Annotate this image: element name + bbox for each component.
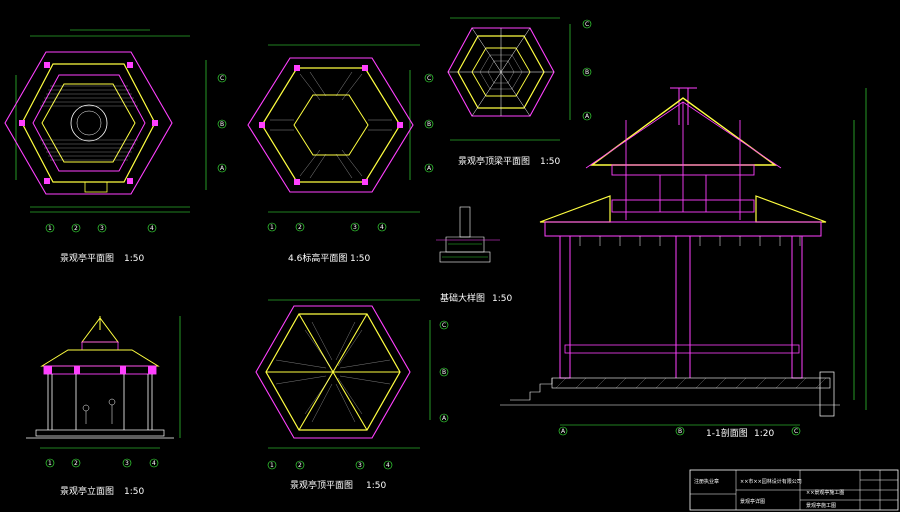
svg-text:B: B — [442, 369, 446, 376]
roof-frame-plan-scale: 1:50 — [540, 157, 560, 167]
pavilion-plan-scale: 1:50 — [124, 254, 144, 264]
svg-text:B: B — [585, 69, 589, 76]
roof-plan-scale: 1:50 — [366, 481, 386, 491]
title-block: 注册执业章 ××市××园林设计有限公司 ××景观亭施工图 景观亭施工图 景观亭详… — [689, 469, 899, 511]
svg-text:2: 2 — [298, 224, 302, 231]
svg-text:A: A — [220, 165, 225, 172]
pavilion-section-drawing — [500, 87, 867, 426]
svg-text:A: A — [427, 165, 432, 172]
plan-46-scale: 1:50 — [350, 254, 370, 264]
svg-text:2: 2 — [74, 225, 78, 232]
svg-text:B: B — [678, 428, 682, 435]
svg-text:1: 1 — [270, 224, 274, 231]
grid-column-markers: 1 2 3 4 1 2 3 4 1 2 3 4 1 2 3 4 A B — [45, 222, 801, 470]
plan-46-title: 4.6标高平面图 — [288, 252, 347, 264]
base-detail-scale: 1:50 — [492, 294, 512, 304]
title-block-company: ××市××园林设计有限公司 — [740, 478, 802, 485]
svg-text:C: C — [794, 428, 798, 435]
svg-text:C: C — [220, 75, 224, 82]
svg-text:4: 4 — [380, 224, 384, 231]
svg-text:1: 1 — [48, 225, 52, 232]
title-block-designer-label: 注册执业章 — [694, 478, 719, 485]
section-title: 1-1剖面图 — [706, 427, 748, 439]
base-detail-drawing — [436, 206, 500, 263]
svg-text:A: A — [561, 428, 566, 435]
title-block-sheet-label: 景观亭施工图 — [806, 502, 836, 509]
svg-text:3: 3 — [358, 462, 362, 469]
pavilion-roof-plan-drawing — [255, 299, 431, 449]
elevation-scale: 1:50 — [124, 487, 144, 497]
elevation-title: 景观亭立面图 — [60, 485, 114, 497]
svg-text:4: 4 — [152, 460, 156, 467]
svg-text:4: 4 — [386, 462, 390, 469]
title-block-drawing-label: 景观亭详图 — [740, 498, 765, 505]
svg-text:1: 1 — [48, 460, 52, 467]
svg-text:2: 2 — [74, 460, 78, 467]
section-scale: 1:20 — [754, 429, 774, 439]
pavilion-elevation-drawing — [26, 316, 181, 449]
roof-plan-title: 景观亭顶平面图 — [290, 479, 353, 491]
svg-text:A: A — [442, 415, 447, 422]
elevation-46-plan-drawing — [247, 44, 420, 213]
svg-text:3: 3 — [125, 460, 129, 467]
svg-text:1: 1 — [270, 462, 274, 469]
svg-text:C: C — [442, 322, 446, 329]
grid-row-markers: C B A C B A C B A C B A — [217, 19, 592, 423]
title-block-project: ××景观亭施工图 — [806, 489, 844, 496]
svg-text:A: A — [585, 113, 590, 120]
svg-text:B: B — [220, 121, 224, 128]
base-detail-title: 基础大样图 — [440, 292, 485, 304]
svg-text:3: 3 — [100, 225, 104, 232]
svg-text:C: C — [585, 21, 589, 28]
svg-text:3: 3 — [353, 224, 357, 231]
svg-text:4: 4 — [150, 225, 154, 232]
pavilion-plan-title: 景观亭平面图 — [60, 252, 114, 264]
svg-text:B: B — [427, 121, 431, 128]
svg-text:C: C — [427, 75, 431, 82]
roof-frame-plan-title: 景观亭顶梁平面图 — [458, 155, 530, 167]
svg-text:2: 2 — [298, 462, 302, 469]
pavilion-plan-drawing — [4, 29, 207, 213]
roof-frame-plan-drawing — [447, 17, 571, 141]
